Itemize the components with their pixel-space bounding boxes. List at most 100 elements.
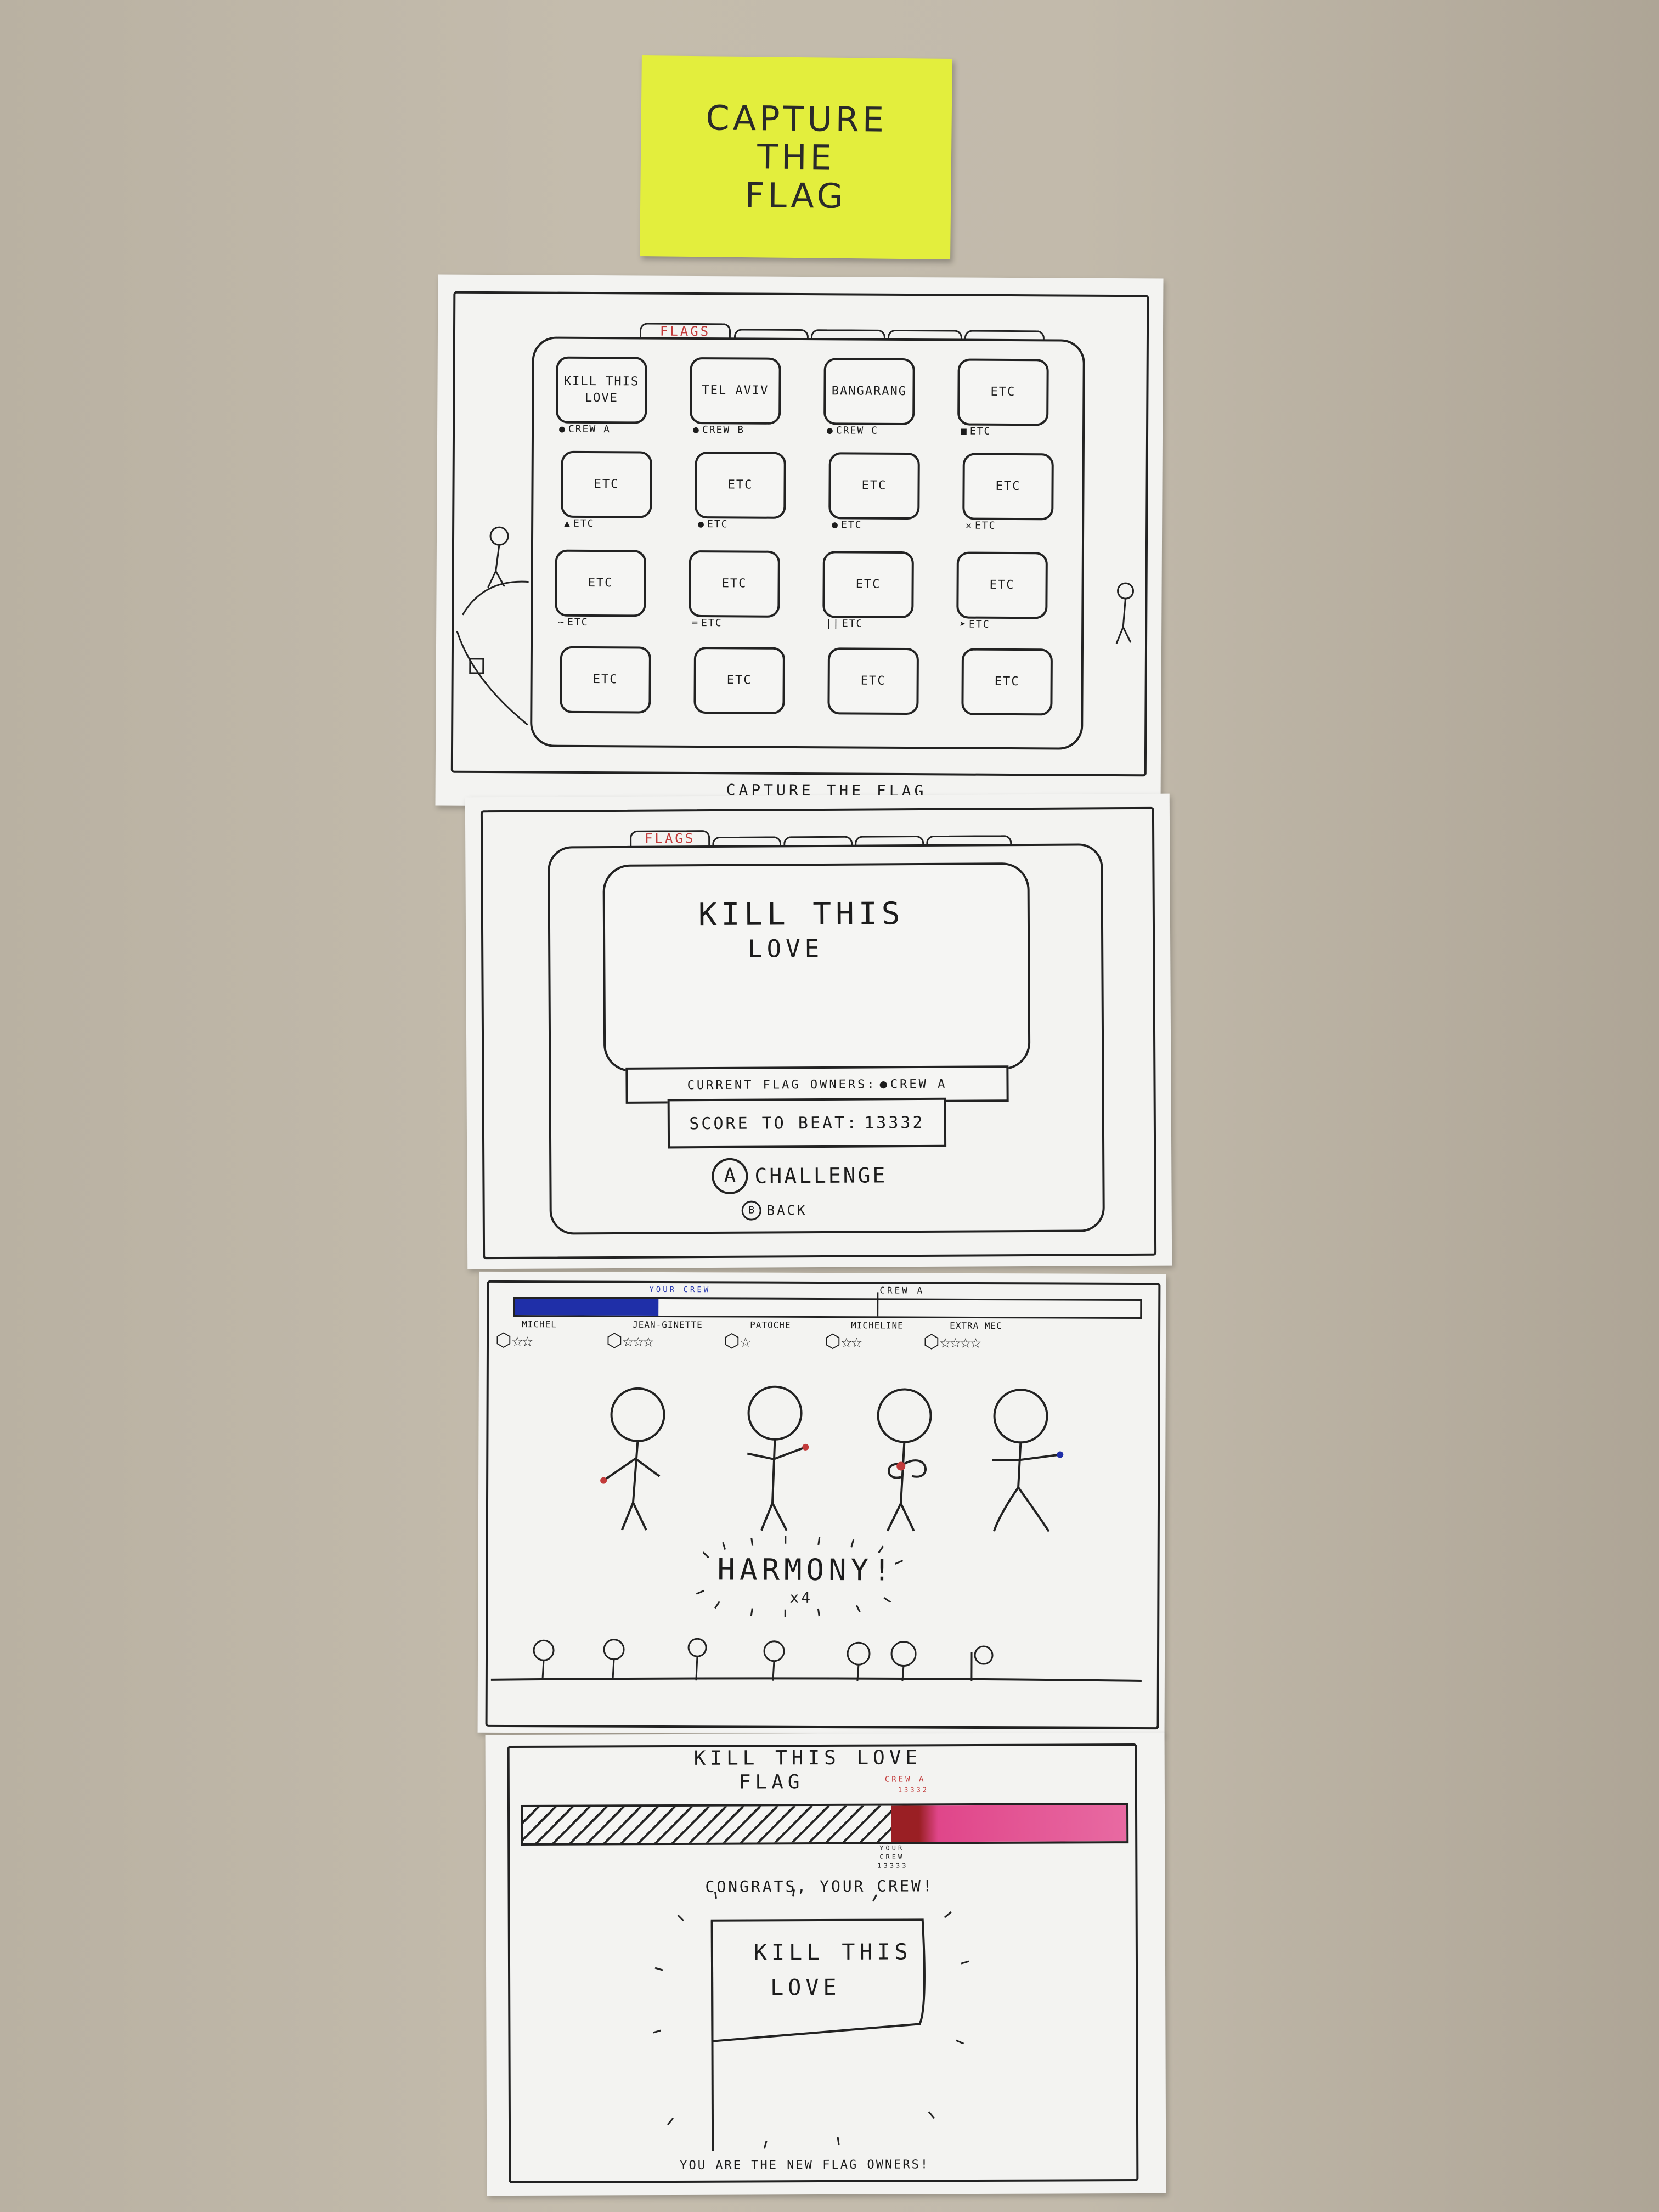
flag-card-owner: ✕ETC <box>966 520 996 532</box>
tab-empty <box>810 329 886 340</box>
new-owners-text: YOU ARE THE NEW FLAG OWNERS! <box>680 2158 930 2172</box>
back-button[interactable]: B BACK <box>741 1200 808 1221</box>
flag-card[interactable]: ETC <box>828 452 920 520</box>
hexagon-icon: ⬡ <box>723 1330 740 1352</box>
crew-name: ETC <box>573 517 595 530</box>
flag-card-title: ETC <box>721 577 747 591</box>
b-button-icon: B <box>741 1200 761 1221</box>
crew-name: ETC <box>974 520 996 532</box>
member-name: JEAN-GINETTE <box>633 1319 703 1330</box>
hexagon-icon: ⬡ <box>824 1330 841 1353</box>
sketch-flags-grid: FLAGS CAPTURE THE FLAG KILL THIS LOVE●CR… <box>435 274 1164 810</box>
flag-card[interactable]: ETC <box>956 551 1048 619</box>
doodle-right-figure <box>1115 582 1135 644</box>
member-name: PATOCHE <box>750 1319 791 1330</box>
flag-card-title: TEL AVIV <box>702 383 769 398</box>
star-rating: ☆ <box>740 1330 751 1352</box>
flag-card-grid <box>438 275 1164 279</box>
dancer-figures <box>490 1385 1142 1683</box>
flag-card-title: ETC <box>994 674 1020 689</box>
tab-empty <box>926 835 1012 846</box>
sketch-results: KILL THIS LOVE FLAG CREW A 13332 YOUR CR… <box>485 1732 1166 2196</box>
flag-card[interactable]: ETC <box>827 647 919 715</box>
member-name: MICHEL <box>522 1319 557 1330</box>
a-button-icon: A <box>712 1158 748 1195</box>
sticky-line-2: THE <box>757 137 836 178</box>
flag-card[interactable]: BANGARANG <box>823 358 915 426</box>
flag-card-owner: ▲ETC <box>564 518 594 529</box>
tab-empty <box>783 836 853 847</box>
crew-marker-icon: ● <box>832 519 839 531</box>
flag-card[interactable]: KILL THIS LOVE <box>556 356 647 424</box>
flag-card-owner: ●CREW C <box>827 425 878 436</box>
crew-name: ETC <box>840 519 862 531</box>
flag-card[interactable]: ETC <box>695 452 786 519</box>
flag-card-title: ETC <box>861 478 887 493</box>
sketch-flag-detail: FLAGS KILL THIS LOVE CURRENT FLAG OWNERS… <box>465 793 1172 1269</box>
star-rating: ☆☆☆☆ <box>939 1330 980 1353</box>
flag-card-title: ETC <box>860 674 886 688</box>
star-rating: ☆☆ <box>511 1329 532 1352</box>
crew-name: CREW C <box>836 425 878 437</box>
flag-card-title: BANGARANG <box>831 384 907 399</box>
crew-marker-icon: ▲ <box>564 517 572 529</box>
tab-empty <box>964 330 1045 341</box>
flag-card-title: ETC <box>726 673 752 687</box>
flag-card-title: ETC <box>855 577 881 591</box>
crew-member: MICHELINE⬡☆☆ <box>825 1320 904 1353</box>
flag-card[interactable]: ETC <box>961 648 1053 716</box>
flag-card[interactable]: ETC <box>822 551 914 619</box>
flag-card[interactable]: ETC <box>962 453 1054 521</box>
crew-name: ETC <box>842 618 864 630</box>
flag-card[interactable]: ETC <box>560 646 651 714</box>
crew-marker-icon: ● <box>693 424 700 436</box>
crew-marker-icon: ● <box>827 425 834 437</box>
flag-card-owner: ➤ETC <box>960 619 990 630</box>
flag-card-owner: ■ETC <box>961 426 991 437</box>
flag-title-line-1: KILL THIS <box>698 896 905 933</box>
tab-flags: FLAGS <box>639 323 731 340</box>
flag-card[interactable]: ETC <box>555 549 646 617</box>
crew-marker-icon: ~ <box>558 616 566 628</box>
harmony-text: HARMONY! <box>717 1552 895 1588</box>
flag-card[interactable]: ETC <box>561 450 652 518</box>
star-rating: ☆☆☆ <box>622 1329 653 1352</box>
crew-name: ETC <box>969 425 991 437</box>
flag-card-title: ETC <box>588 575 613 590</box>
crew-marker-icon: ● <box>879 1077 887 1091</box>
tab-flags: FLAGS <box>630 830 710 847</box>
tab-empty <box>855 835 924 847</box>
crew-member: MICHEL⬡☆☆ <box>495 1319 557 1351</box>
flag-card-owner: ●ETC <box>832 519 862 531</box>
crew-member: PATOCHE ⬡☆ <box>724 1319 791 1352</box>
flag-card[interactable]: ETC <box>957 358 1049 426</box>
flag-card-title: ETC <box>995 479 1021 494</box>
tab-empty <box>712 836 782 848</box>
flag-card-title: ETC <box>594 477 619 492</box>
doodle-left-island <box>456 526 529 725</box>
flag-card-title: ETC <box>592 673 618 687</box>
flag-detail-card: KILL THIS LOVE <box>602 862 1031 1073</box>
sketch-gameplay: YOUR CREW CREW A HARMONY! x4 MICHEL⬡☆ <box>477 1271 1166 1735</box>
flag-card-title: ETC <box>990 385 1016 399</box>
crew-name: ETC <box>567 616 589 628</box>
flag-text-line-2: LOVE <box>770 1974 841 2001</box>
member-name: EXTRA MEC <box>950 1320 1002 1331</box>
flag-card[interactable]: ETC <box>693 646 785 714</box>
star-rating: ☆☆ <box>840 1330 861 1353</box>
flag-card-owner: ●ETC <box>698 518 728 530</box>
flag-card[interactable]: ETC <box>689 550 780 618</box>
crew-name: CREW A <box>568 423 611 436</box>
crew-marker-icon: = <box>692 617 699 629</box>
crew-name: ETC <box>969 618 990 630</box>
flag-card-owner: ~ETC <box>558 617 588 628</box>
challenge-button[interactable]: A CHALLENGE <box>712 1157 887 1195</box>
crew-marker-icon: ● <box>698 518 706 531</box>
flag-card-title: ETC <box>989 578 1015 592</box>
flag-card-title: KILL THIS LOVE <box>563 374 640 405</box>
tab-empty <box>733 329 809 340</box>
flag-card[interactable]: TEL AVIV <box>690 357 781 425</box>
flag-card-owner: ●CREW B <box>693 424 744 436</box>
tab-empty <box>887 329 963 341</box>
hexagon-icon: ⬡ <box>923 1330 940 1353</box>
